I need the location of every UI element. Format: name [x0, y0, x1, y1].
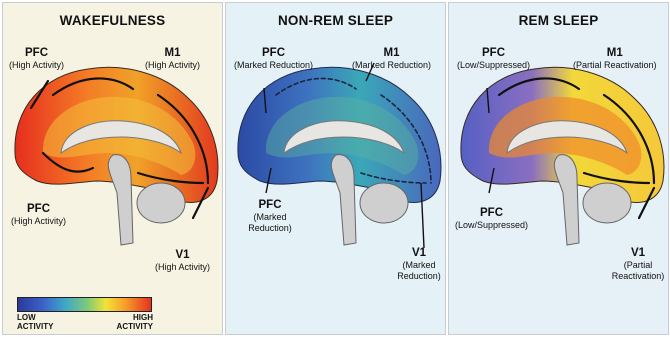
- label-m1: M1 (High Activity): [145, 47, 200, 71]
- legend-gradient-bar: [17, 297, 152, 312]
- label-v1: V1 (High Activity): [155, 249, 210, 273]
- panel-title: WAKEFULNESS: [3, 13, 222, 28]
- label-m1: M1 (Marked Reduction): [352, 47, 431, 71]
- brainstem: [554, 155, 579, 245]
- brainstem: [331, 155, 356, 245]
- panel-title: REM SLEEP: [449, 13, 668, 28]
- label-pfc-bottom: PFC (Low/Suppressed): [455, 207, 528, 231]
- cerebellum: [360, 183, 408, 223]
- brainstem: [108, 155, 133, 245]
- label-pfc-top: PFC (Low/Suppressed): [457, 47, 530, 71]
- label-pfc-top: PFC (Marked Reduction): [234, 47, 313, 71]
- legend-low-label: LOW ACTIVITY: [17, 313, 57, 331]
- color-legend: LOW ACTIVITY HIGH ACTIVITY: [17, 297, 153, 312]
- label-pfc-bottom: PFC (High Activity): [11, 203, 66, 227]
- panel-rem-sleep: REM SLEEP PFC (Low/Suppressed) M1 (Parti…: [448, 2, 669, 335]
- label-m1: M1 (Partial Reactivation): [573, 47, 657, 71]
- panel-wakefulness: WAKEFULNESS PFC (High Activity) M1 (High…: [2, 2, 223, 335]
- label-pfc-top: PFC (High Activity): [9, 47, 64, 71]
- legend-high-label: HIGH ACTIVITY: [109, 313, 153, 331]
- cerebellum: [583, 183, 631, 223]
- label-v1: V1 (Partial Reactivation): [609, 247, 667, 281]
- cerebellum: [137, 183, 185, 223]
- panel-title: NON-REM SLEEP: [226, 13, 445, 28]
- label-pfc-bottom: PFC (Marked Reduction): [240, 199, 300, 233]
- label-v1: V1 (Marked Reduction): [394, 247, 444, 281]
- panel-non-rem-sleep: NON-REM SLEEP PFC (Marked Reduction) M1 …: [225, 2, 446, 335]
